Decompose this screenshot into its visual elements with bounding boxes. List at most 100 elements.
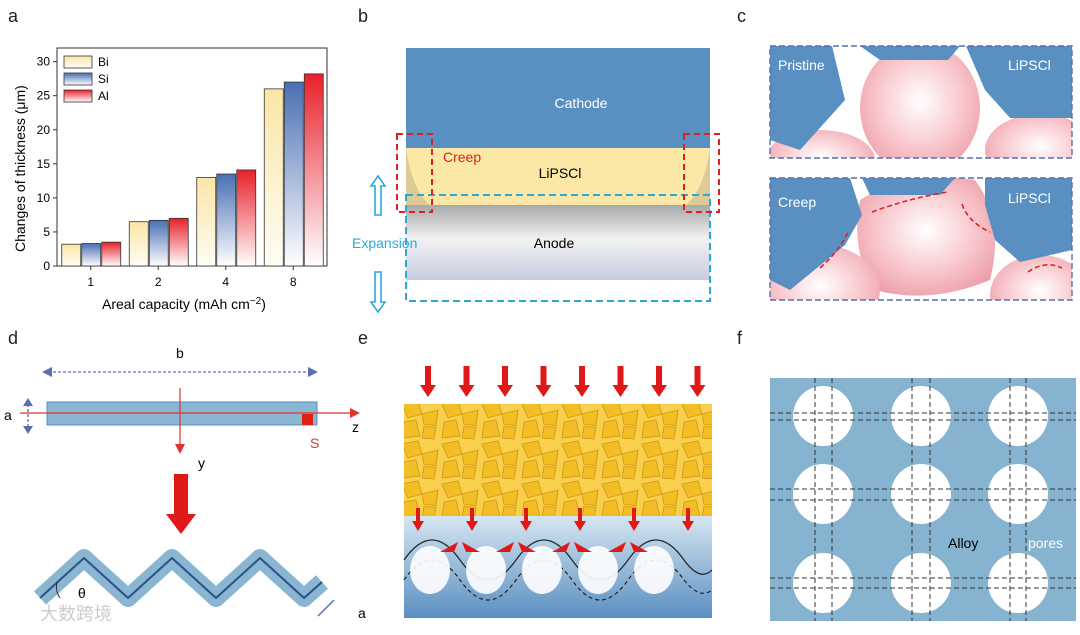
electrolyte-layer [406, 148, 710, 205]
expansion-down-arrow [369, 271, 387, 314]
interface-arrow [524, 508, 528, 522]
electrolyte-crystals [404, 404, 712, 516]
bar-al-1 [101, 241, 122, 267]
creep-arrow [608, 542, 648, 552]
pressure-arrow [502, 366, 508, 386]
x-tick-label: 4 [222, 275, 229, 289]
s-label: S [310, 435, 319, 451]
pore [891, 553, 951, 613]
bar-bi-4 [196, 177, 217, 267]
watermark-text: 大数跨境 [40, 604, 112, 624]
pressure-arrow [425, 366, 431, 386]
panel-label-a: a [8, 6, 19, 26]
y-tick-label: 15 [37, 157, 51, 171]
y-tick-label: 25 [37, 89, 51, 103]
interface-arrow [686, 508, 690, 522]
creep-arrow [440, 542, 480, 552]
bar-bi-8 [263, 88, 284, 267]
lipscl-label-top: LiPSCl [1008, 57, 1051, 73]
panel-label-e: e [358, 328, 369, 348]
s-element [302, 414, 313, 425]
legend-label-al: Al [98, 89, 109, 103]
x-tick-label: 2 [155, 275, 162, 289]
a-label-bottom: a [358, 605, 366, 621]
y-tick-label: 30 [37, 55, 51, 69]
creep-arrow [496, 542, 536, 552]
pressure-arrow [694, 366, 701, 386]
y-tick-label: 10 [37, 191, 51, 205]
pore [793, 386, 853, 446]
expansion-up-arrow [369, 174, 387, 216]
electrolyte-label: LiPSCl [539, 165, 582, 181]
panel-d-diagram: b a z y S θ a [4, 345, 366, 621]
creep-label: Creep [443, 149, 481, 165]
legend-label-bi: Bi [98, 55, 109, 69]
bar-bi-2 [128, 221, 149, 267]
anode-label: Anode [534, 235, 575, 251]
pressure-arrow [656, 366, 662, 386]
pore [988, 386, 1048, 446]
bar-bi-1 [61, 243, 82, 267]
pore [988, 553, 1048, 613]
z-label: z [352, 419, 359, 435]
panel-b-diagram: Cathode LiPSCl Anode Creep Expansion [352, 48, 720, 314]
b-label: b [176, 345, 184, 361]
pore [891, 386, 951, 446]
cathode-label: Cathode [555, 95, 608, 111]
y-tick-label: 5 [43, 225, 50, 239]
interface-arrow [578, 508, 582, 522]
panel-label-b: b [358, 6, 369, 26]
panel-label-d: d [8, 328, 19, 348]
bar-si-2 [148, 219, 169, 267]
pore [891, 464, 951, 524]
panel-e-diagram [403, 366, 713, 618]
pore [793, 464, 853, 524]
panel-label-f: f [737, 328, 743, 348]
pressure-arrow [617, 366, 624, 386]
y-tick-label: 20 [37, 123, 51, 137]
expansion-box [405, 194, 711, 302]
load-arrow-shaft [174, 474, 188, 516]
bar-si-4 [216, 173, 237, 267]
panel-label-c: c [737, 6, 746, 26]
bar-si-1 [81, 243, 102, 267]
chart-legend: Bi Si Al [63, 55, 109, 103]
x-tick-label: 1 [87, 275, 94, 289]
interface-arrow [632, 508, 636, 522]
creep-box-right [683, 133, 720, 213]
panel-f-diagram: Alloy pores [770, 378, 1076, 621]
interface-arrows [412, 508, 694, 552]
panel-c-bottom: Creep LiPSCl [769, 177, 1073, 301]
theta-label: θ [78, 585, 86, 601]
creep-label-c: Creep [778, 194, 816, 210]
y-tick-label: 0 [43, 259, 50, 273]
bar-chart: 0 5 10 15 20 25 30 1 2 4 8 Bi Si Al Areal capacit… [12, 47, 328, 313]
alloy-label: Alloy [948, 535, 978, 551]
cathode-layer [406, 48, 710, 152]
pristine-label: Pristine [778, 57, 825, 73]
pressure-arrow [540, 366, 547, 386]
x-tick-label: 8 [290, 275, 297, 289]
a-label: a [4, 407, 12, 423]
panel-c-top: Pristine LiPSCl [769, 45, 1073, 159]
bar-al-2 [168, 217, 189, 267]
anode-layer [406, 205, 710, 280]
pore [988, 464, 1048, 524]
pressure-arrows [420, 366, 706, 397]
expansion-label: Expansion [352, 235, 417, 251]
creep-arrow [552, 542, 592, 552]
legend-label-si: Si [98, 72, 109, 86]
pressure-arrow [579, 366, 585, 386]
pores-label: pores [1028, 535, 1063, 551]
load-arrow-head [166, 514, 196, 534]
pore [793, 553, 853, 613]
bar-si-8 [283, 81, 304, 267]
y-label: y [198, 455, 205, 471]
lipscl-label-bottom: LiPSCl [1008, 190, 1051, 206]
interface-arrow [416, 508, 420, 522]
bar-al-8 [303, 73, 324, 267]
bar-al-4 [236, 169, 257, 267]
interface-arrow [470, 508, 474, 522]
chart-xlabel: Areal capacity (mAh cm−2) [102, 296, 266, 313]
